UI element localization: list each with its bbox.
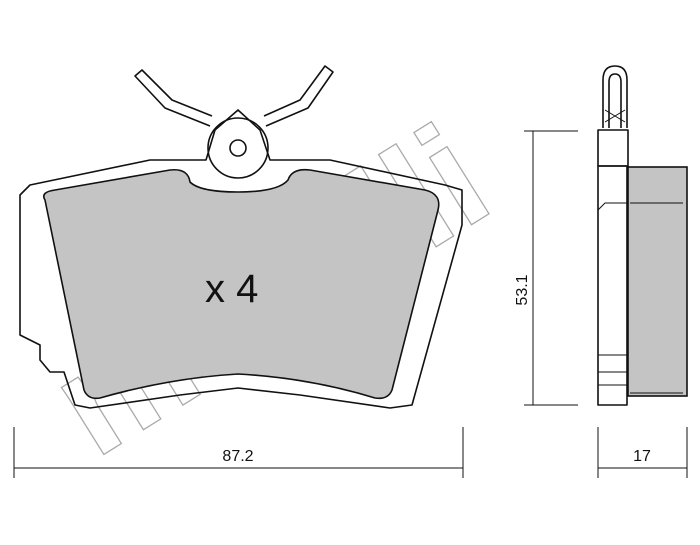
side-view <box>597 65 688 406</box>
spring-clip <box>134 65 334 127</box>
height-dimension: 53.1 <box>514 130 578 406</box>
svg-text:87.2: 87.2 <box>222 448 253 465</box>
svg-text:17: 17 <box>633 448 651 465</box>
quantity-label: x 4 <box>205 267 258 311</box>
backing-plate <box>19 109 463 409</box>
width-dimension: 87.2 <box>13 427 464 478</box>
thickness-dimension: 17 <box>597 427 688 478</box>
svg-text:53.1: 53.1 <box>514 274 531 305</box>
friction-material <box>42 168 440 400</box>
center-boss <box>207 117 269 179</box>
center-hole <box>229 139 247 157</box>
